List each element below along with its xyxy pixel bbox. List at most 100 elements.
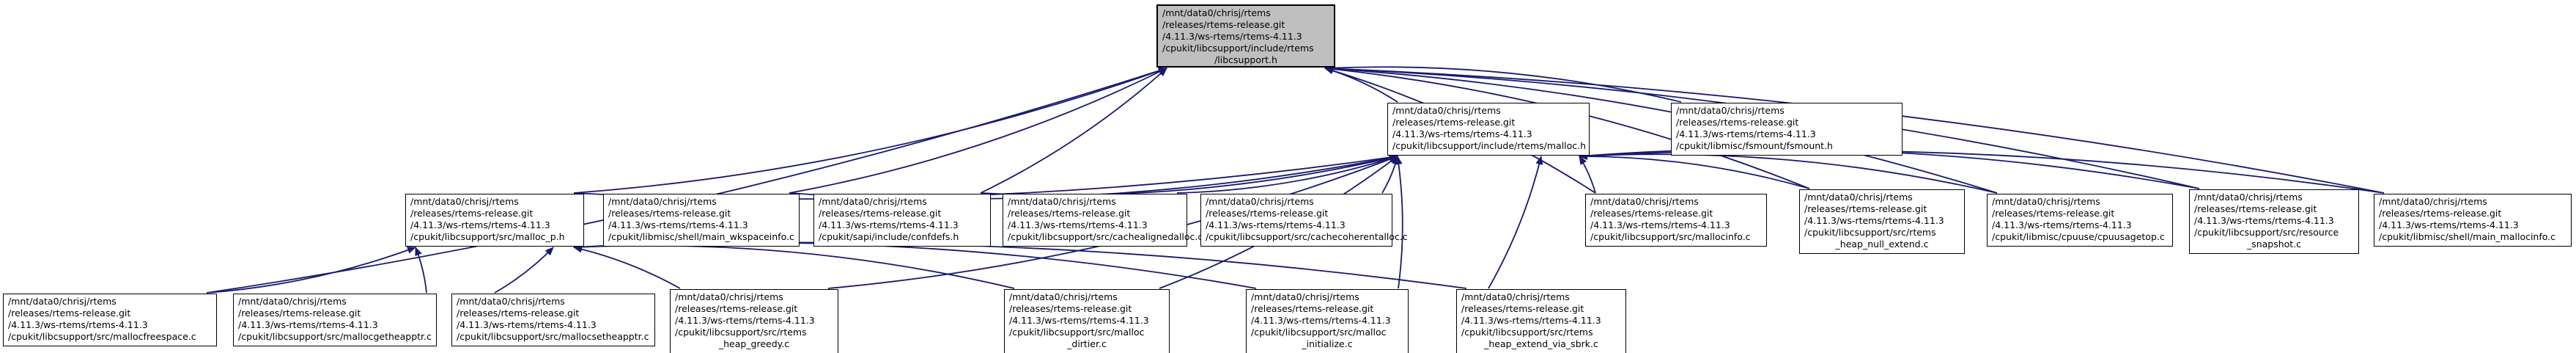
node-path-line: /cpukit/libcsupport/include/rtems/malloc… [1392,140,1587,151]
node-path-line: /mnt/data0/chrisj/rtems [410,196,519,207]
node-path-line: _initialize.c [1302,338,1353,349]
node-path-line: /mnt/data0/chrisj/rtems [675,291,783,302]
graph-node-main-mallocinfo-c[interactable]: /mnt/data0/chrisj/rtems/releases/rtems-r… [2374,194,2572,247]
node-path-line: /4.11.3/ws-rtems/rtems-4.11.3 [457,319,597,330]
node-path-line: _snapshot.c [2246,239,2302,250]
node-path-line: /releases/rtems-release.git [1392,117,1516,128]
include-edge-rtems_heap_extend_via_sbrk_c-to-malloc_p_h [573,241,1467,289]
include-edge-cachealignedalloc_c-to-malloc_h [1176,155,1398,194]
node-path-line: /4.11.3/ws-rtems/rtems-4.11.3 [675,315,815,326]
node-path-line: /4.11.3/ws-rtems/rtems-4.11.3 [819,219,959,230]
graph-node-rtems-heap-null-extend-c[interactable]: /mnt/data0/chrisj/rtems/releases/rtems-r… [1799,189,1965,254]
node-path-line: /cpukit/libcsupport/src/mallocfreespace.… [8,331,196,342]
node-path-line: /4.11.3/ws-rtems/rtems-4.11.3 [8,319,148,330]
node-path-line: /4.11.3/ws-rtems/rtems-4.11.3 [1392,128,1532,139]
node-path-line: /mnt/data0/chrisj/rtems [1008,196,1116,207]
include-edge-confdefs_h-to-malloc_h [980,154,1398,196]
include-edge-confdefs_h-to-libcsupport_h [980,68,1167,194]
node-path-line: /cpukit/libcsupport/src/mallocinfo.c [1590,231,1751,242]
graph-node-libcsupport-h[interactable]: /mnt/data0/chrisj/rtems/releases/rtems-r… [1156,4,1335,68]
include-edge-rtems_heap_null_extend_c-to-malloc_h [1579,153,1810,189]
node-path-line: /mnt/data0/chrisj/rtems [1392,105,1501,116]
node-path-line: /4.11.3/ws-rtems/rtems-4.11.3 [1251,315,1391,326]
node-path-line: /releases/rtems-release.git [1162,19,1285,30]
graph-node-malloc-dirtier-c[interactable]: /mnt/data0/chrisj/rtems/releases/rtems-r… [1004,289,1170,353]
node-path-line: /mnt/data0/chrisj/rtems [1992,196,2100,207]
node-path-line: /releases/rtems-release.git [1461,303,1584,314]
node-path-line: /4.11.3/ws-rtems/rtems-4.11.3 [1009,315,1149,326]
node-path-line: /cpukit/libcsupport/src/rtems [675,327,807,338]
node-path-line: /mnt/data0/chrisj/rtems [1461,291,1570,302]
node-path-line: /cpukit/libcsupport/src/mallocsetheapptr… [457,331,649,342]
node-path-line: /cpukit/libcsupport/src/mallocgetheapptr… [238,331,432,342]
include-edge-cpuusagetop_c-to-libcsupport_h [1324,65,1998,194]
node-path-line: /cpukit/libmisc/shell/main_mallocinfo.c [2379,231,2556,242]
graph-node-malloc-initialize-c[interactable]: /mnt/data0/chrisj/rtems/releases/rtems-r… [1246,289,1409,353]
include-edge-main_wkspaceinfo_c-to-libcsupport_h [789,68,1167,194]
node-path-line: /libcsupport.h [1214,54,1277,65]
node-path-line: /mnt/data0/chrisj/rtems [608,196,717,207]
node-path-line: /releases/rtems-release.git [1676,117,1799,128]
node-path-line: /mnt/data0/chrisj/rtems [2379,196,2487,207]
graph-node-rtems-heap-extend-via-sbrk-c[interactable]: /mnt/data0/chrisj/rtems/releases/rtems-r… [1456,289,1626,353]
node-path-line: /releases/rtems-release.git [457,307,580,319]
node-path-line: /releases/rtems-release.git [675,303,798,314]
node-path-line: /cpukit/libcsupport/src/rtems [1461,327,1593,338]
graph-node-cachealignedalloc-c[interactable]: /mnt/data0/chrisj/rtems/releases/rtems-r… [1003,194,1203,247]
node-path-line: /cpukit/libcsupport/include/rtems [1162,43,1314,54]
graph-node-mallocfreespace-c[interactable]: /mnt/data0/chrisj/rtems/releases/rtems-r… [3,294,217,346]
node-path-line: /4.11.3/ws-rtems/rtems-4.11.3 [1461,315,1601,326]
node-path-line: /4.11.3/ws-rtems/rtems-4.11.3 [1992,219,2132,230]
node-path-line: /mnt/data0/chrisj/rtems [2194,192,2303,203]
graph-node-cpuusagetop-c[interactable]: /mnt/data0/chrisj/rtems/releases/rtems-r… [1987,194,2173,247]
node-path-line: /releases/rtems-release.git [819,208,942,219]
graph-node-mallocsetheapptr-c[interactable]: /mnt/data0/chrisj/rtems/releases/rtems-r… [451,294,655,346]
node-path-line: /4.11.3/ws-rtems/rtems-4.11.3 [1676,128,1816,139]
node-path-line: /releases/rtems-release.git [1992,208,2115,219]
node-path-line: /cpukit/libcsupport/src/resource [2194,227,2339,238]
node-path-line: _dirtier.c [1067,338,1107,349]
node-path-line: /releases/rtems-release.git [8,307,131,319]
node-path-line: /cpukit/libcsupport/src/rtems [1804,227,1936,238]
graph-node-cachecoherentalloc-c[interactable]: /mnt/data0/chrisj/rtems/releases/rtems-r… [1200,194,1408,247]
graph-node-resource-snapshot-c[interactable]: /mnt/data0/chrisj/rtems/releases/rtems-r… [2189,189,2359,254]
node-path-line: /mnt/data0/chrisj/rtems [457,296,565,307]
node-path-line: /cpukit/libcsupport/src/malloc [1251,327,1387,338]
node-path-line: /mnt/data0/chrisj/rtems [819,196,927,207]
node-path-line: /cpukit/libmisc/shell/main_wkspaceinfo.c [608,231,794,242]
graph-node-malloc-h[interactable]: /mnt/data0/chrisj/rtems/releases/rtems-r… [1387,103,1590,156]
include-edge-malloc_p_h-to-malloc_h [573,153,1398,200]
graph-node-rtems-heap-greedy-c[interactable]: /mnt/data0/chrisj/rtems/releases/rtems-r… [670,289,838,353]
node-path-line: /4.11.3/ws-rtems/rtems-4.11.3 [2194,215,2334,226]
include-edge-malloc_p_h-to-libcsupport_h [573,67,1167,194]
include-edge-main_wkspaceinfo_c-to-malloc_h [789,154,1398,200]
graph-node-fsmount-h[interactable]: /mnt/data0/chrisj/rtems/releases/rtems-r… [1671,103,1903,156]
include-edge-malloc_dirtier_c-to-malloc_p_h [573,243,1015,289]
include-edge-malloc_initialize_c-to-malloc_p_h [573,241,1257,289]
node-path-line: /cpukit/libcsupport/src/malloc [1009,327,1145,338]
node-path-line: /cpukit/libcsupport/src/malloc_p.h [410,231,565,242]
node-path-line: /mnt/data0/chrisj/rtems [1251,291,1359,302]
node-path-line: /mnt/data0/chrisj/rtems [1590,196,1699,207]
node-path-line: /cpukit/libmisc/cpuuse/cpuusagetop.c [1992,231,2165,242]
node-path-line: _heap_extend_via_sbrk.c [1484,338,1598,349]
node-path-line: /releases/rtems-release.git [1804,203,1927,214]
node-path-line: /cpukit/libmisc/fsmount/fsmount.h [1676,140,1833,151]
node-path-line: /releases/rtems-release.git [1009,303,1132,314]
node-path-line: /mnt/data0/chrisj/rtems [1804,192,1913,203]
node-path-line: /releases/rtems-release.git [410,208,534,219]
node-path-line: /releases/rtems-release.git [1008,208,1131,219]
graph-node-mallocgetheapptr-c[interactable]: /mnt/data0/chrisj/rtems/releases/rtems-r… [233,294,437,346]
node-path-line: /mnt/data0/chrisj/rtems [1009,291,1118,302]
node-path-line: /4.11.3/ws-rtems/rtems-4.11.3 [238,319,378,330]
graph-node-main-wkspaceinfo-c[interactable]: /mnt/data0/chrisj/rtems/releases/rtems-r… [603,194,800,247]
include-edge-mallocgetheapptr_c-to-malloc_p_h [415,247,427,294]
node-path-line: /4.11.3/ws-rtems/rtems-4.11.3 [1206,219,1346,230]
graph-node-confdefs-h[interactable]: /mnt/data0/chrisj/rtems/releases/rtems-r… [813,194,991,247]
include-edge-malloc_initialize_c-to-malloc_h [1395,156,1403,289]
node-path-line: /4.11.3/ws-rtems/rtems-4.11.3 [1590,219,1730,230]
graph-node-mallocinfo-c[interactable]: /mnt/data0/chrisj/rtems/releases/rtems-r… [1585,194,1767,247]
graph-node-malloc-p-h[interactable]: /mnt/data0/chrisj/rtems/releases/rtems-r… [405,194,584,247]
node-path-line: /releases/rtems-release.git [1206,208,1329,219]
